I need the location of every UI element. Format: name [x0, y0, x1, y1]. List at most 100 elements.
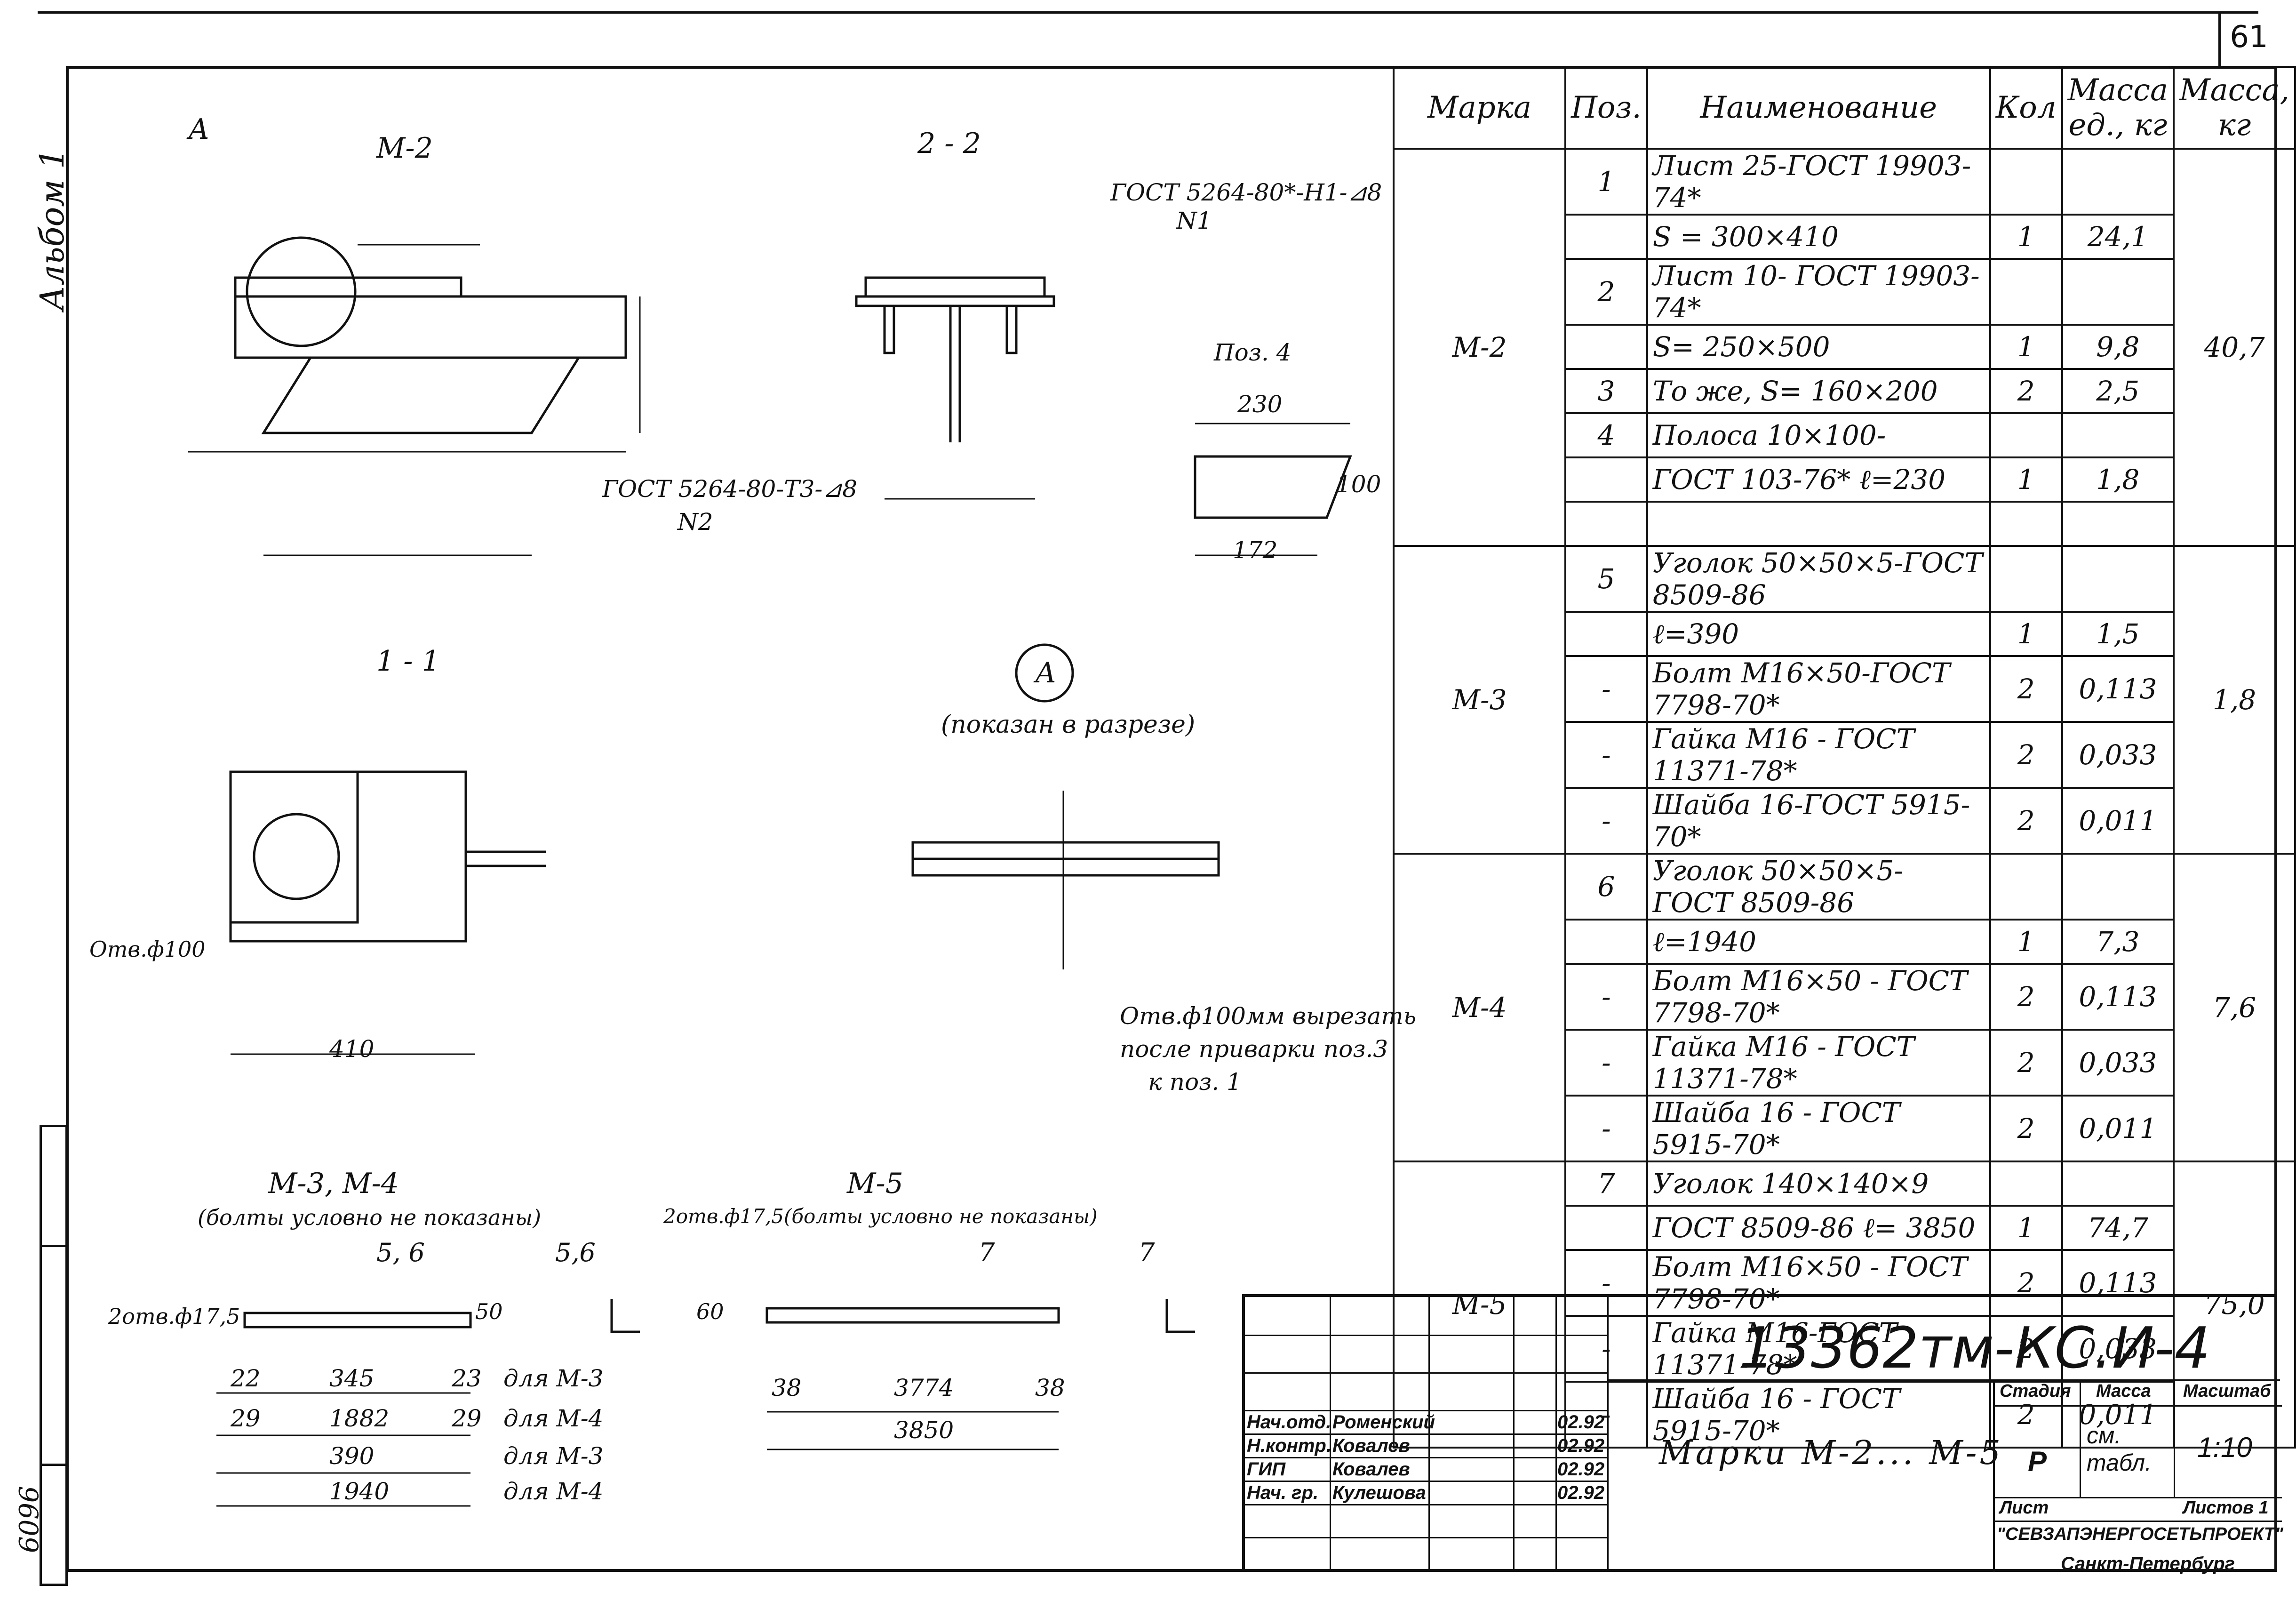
spec-pos: - [1564, 1381, 1648, 1449]
spec-name: Полоса 10×100- [1646, 412, 1991, 458]
m2-weld-note: ГОСТ 5264-80-Т3-⊿8 [602, 475, 858, 503]
section-1-1-title: 1 - 1 [376, 645, 440, 678]
spec-unit-mass: 0,011 [2061, 1095, 2175, 1162]
detail-a-note-2: после приварки поз.3 [1120, 1035, 1388, 1063]
section-2-2-drawing [855, 276, 1055, 500]
spec-pos [1564, 501, 1648, 547]
pos4-dim-bottom: 172 [1233, 536, 1278, 564]
spec-total-mass: 1,8 [2173, 545, 2296, 855]
m5-title: М-5 [847, 1167, 903, 1200]
stage-label: Стадия [2000, 1381, 2071, 1401]
organization: "СЕВЗАПЭНЕРГОСЕТЬПРОЕКТ" [1997, 1524, 2283, 1544]
spec-unit-mass: 24,1 [2061, 214, 2175, 260]
spec-qty [1989, 545, 2063, 613]
spec-qty [1989, 853, 2063, 921]
spec-pos: 2 [1564, 258, 1648, 326]
spec-unit-mass: 0,011 [2061, 787, 2175, 855]
spec-name [1646, 501, 1991, 547]
spec-mark: М-5 [1392, 1161, 1567, 1449]
spec-name: S= 250×500 [1646, 324, 1991, 370]
spec-qty: 2 [1989, 1381, 2063, 1449]
m5-dim-right: 38 [1035, 1374, 1065, 1401]
spec-name: Шайба 16 - ГОСТ 5915-70* [1646, 1095, 1991, 1162]
spec-header-row: Марка Поз. Наименование Кол Масса ед., к… [1392, 66, 2296, 150]
spec-pos: - [1564, 963, 1648, 1031]
m34-row4-b: 1940 [329, 1478, 390, 1505]
m34-row2-c: 29 [452, 1405, 482, 1432]
spec-name: Гайка М16-ГОСТ 11371-78* [1646, 1315, 1991, 1383]
section-2-2-weld-number: N1 [1176, 207, 1212, 234]
pos4-dim-width: 230 [1237, 391, 1283, 418]
drawing-code: 13362тм-КС.И-4 [1739, 1316, 2211, 1381]
spec-name: Болт М16×50 - ГОСТ 7798-70* [1646, 963, 1991, 1031]
specification-table: Марка Поз. Наименование Кол Масса ед., к… [1392, 66, 2296, 1449]
m2-drawing [188, 236, 641, 556]
stage-box: Стадия Масса Масштаб Р см. табл. 1:10 Ли… [1993, 1379, 2283, 1574]
scale-label: Масштаб [2183, 1381, 2271, 1401]
spec-mark: М-2 [1392, 148, 1567, 547]
spec-unit-mass [2061, 501, 2175, 547]
spec-unit-mass [2061, 1161, 2175, 1207]
spec-pos [1564, 214, 1648, 260]
m34-row1-b: 345 [329, 1365, 375, 1392]
header-total-mass: Масса, кг [2173, 66, 2296, 150]
spec-unit-mass [2061, 148, 2175, 216]
spec-unit-mass: 0,033 [2061, 1315, 2175, 1383]
header-qty: Кол [1989, 66, 2063, 150]
spec-qty: 1 [1989, 919, 2063, 965]
spec-pos: - [1564, 787, 1648, 855]
spec-unit-mass: 0,033 [2061, 721, 2175, 789]
scale-value: 1:10 [2197, 1432, 2252, 1463]
spec-mark: М-3 [1392, 545, 1567, 855]
detail-a-note-1: Отв.ф100мм вырезать [1120, 1002, 1416, 1030]
spec-unit-mass [2061, 545, 2175, 613]
m34-row3-b: 390 [329, 1442, 375, 1470]
spec-pos [1564, 1205, 1648, 1251]
m34-drawing [216, 1299, 640, 1507]
m34-row2-for: для М-4 [503, 1405, 604, 1432]
m34-dim-height: 50 [475, 1299, 503, 1324]
spec-name: ℓ=1940 [1646, 919, 1991, 965]
spec-qty: 1 [1989, 611, 2063, 657]
detail-a-drawing [911, 643, 1220, 969]
spec-unit-mass: 0,033 [2061, 1029, 2175, 1097]
section-1-1-hole-label: Отв.ф100 [89, 937, 206, 962]
header-pos: Поз. [1564, 66, 1648, 150]
drawing-title: Марки М-2... М-5 [1659, 1433, 2004, 1472]
mass-label: Масса [2096, 1381, 2151, 1401]
spec-pos [1564, 324, 1648, 370]
spec-pos: 6 [1564, 853, 1648, 921]
m2-title: М-2 [376, 132, 433, 165]
staff-name: Роменский [1332, 1412, 1435, 1433]
staff-date: 02.92 [1557, 1482, 1605, 1503]
spec-pos [1564, 611, 1648, 657]
spec-pos: - [1564, 1029, 1648, 1097]
detail-a-note-3: к поз. 1 [1148, 1068, 1242, 1096]
m5-drawing [765, 1299, 1195, 1450]
spec-unit-mass [2061, 412, 2175, 458]
staff-date: 02.92 [1557, 1459, 1605, 1480]
header-mark: Марка [1392, 66, 1567, 150]
spec-unit-mass: 7,3 [2061, 919, 2175, 965]
spec-qty: 2 [1989, 1029, 2063, 1097]
spec-qty: 2 [1989, 1095, 2063, 1162]
m34-row2-a: 29 [231, 1405, 261, 1432]
spec-name: ГОСТ 103-76* ℓ=230 [1646, 456, 1991, 503]
m5-dim-left: 38 [772, 1374, 802, 1401]
spec-qty [1989, 1161, 2063, 1207]
spec-pos: - [1564, 1249, 1648, 1317]
spec-pos: 4 [1564, 412, 1648, 458]
